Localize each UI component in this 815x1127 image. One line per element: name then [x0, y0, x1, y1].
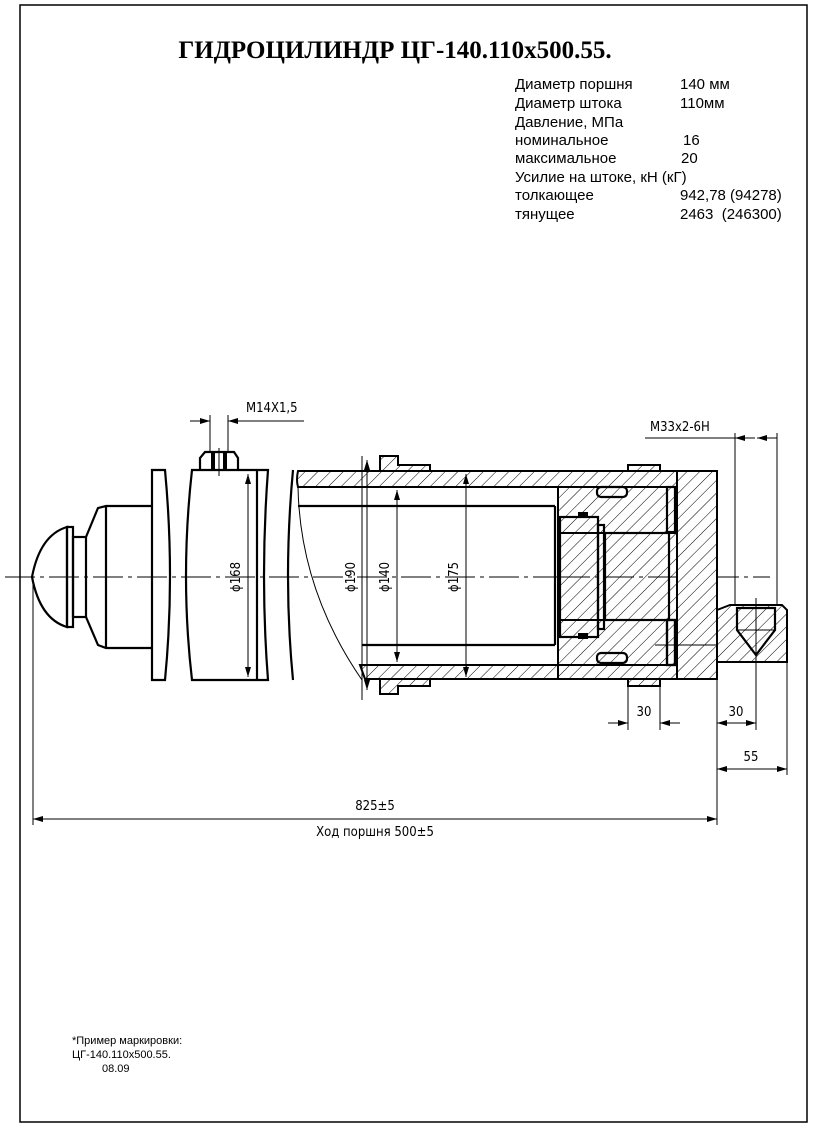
spec-label: номинальное [515, 132, 608, 149]
drawing-frame [19, 4, 808, 1123]
spec-table: Диаметр поршня 140 мм Диаметр штока 110м… [515, 76, 782, 223]
dim-d190: ϕ190 [344, 562, 359, 592]
drawing-title: ГИДРОЦИЛИНДР ЦГ-140.110х500.55. [178, 37, 611, 64]
thread-label-m33: M33x2-6H [650, 420, 710, 435]
spec-value: 20 [681, 150, 698, 167]
spec-value: 942,78 (94278) [680, 187, 782, 204]
spec-label: Диаметр штока [515, 95, 622, 112]
spec-label: тянущее [515, 206, 575, 223]
spec-value: 140 мм [680, 76, 730, 93]
dimension-m14: M14X1,5 [190, 401, 304, 452]
rod-section [184, 448, 270, 682]
spec-value: 2463 (246300) [680, 206, 782, 223]
rod-eye [30, 468, 172, 682]
marking-note-date: 08.09 [102, 1063, 130, 1075]
dim-55: 55 [744, 750, 759, 765]
dim-30-pad: 30 [637, 705, 652, 720]
dim-total-length: 825±5 [355, 799, 395, 814]
dim-d168: ϕ168 [229, 562, 244, 592]
spec-label: толкающее [515, 187, 594, 204]
marking-note-title: *Пример маркировки: [72, 1035, 182, 1047]
port-fitting [716, 598, 788, 665]
end-cap [676, 470, 718, 680]
spec-label: Усилие на штоке, кН (кГ) [515, 169, 687, 186]
marking-note-code: ЦГ-140.110х500.55. [72, 1049, 171, 1061]
thread-label-m14: M14X1,5 [246, 401, 298, 416]
dim-d140: ϕ140 [378, 562, 393, 592]
spec-label: Диаметр поршня [515, 76, 633, 93]
spec-value: 110мм [680, 95, 725, 112]
dim-d175: ϕ175 [447, 562, 462, 592]
spec-label: Давление, МПа [515, 114, 624, 131]
spec-label: максимальное [515, 150, 616, 167]
dim-stroke: Ход поршня 500±5 [316, 825, 434, 840]
dim-30-port: 30 [729, 705, 744, 720]
dimension-m33: M33x2-6H [645, 420, 778, 605]
spec-value: 16 [683, 132, 700, 149]
